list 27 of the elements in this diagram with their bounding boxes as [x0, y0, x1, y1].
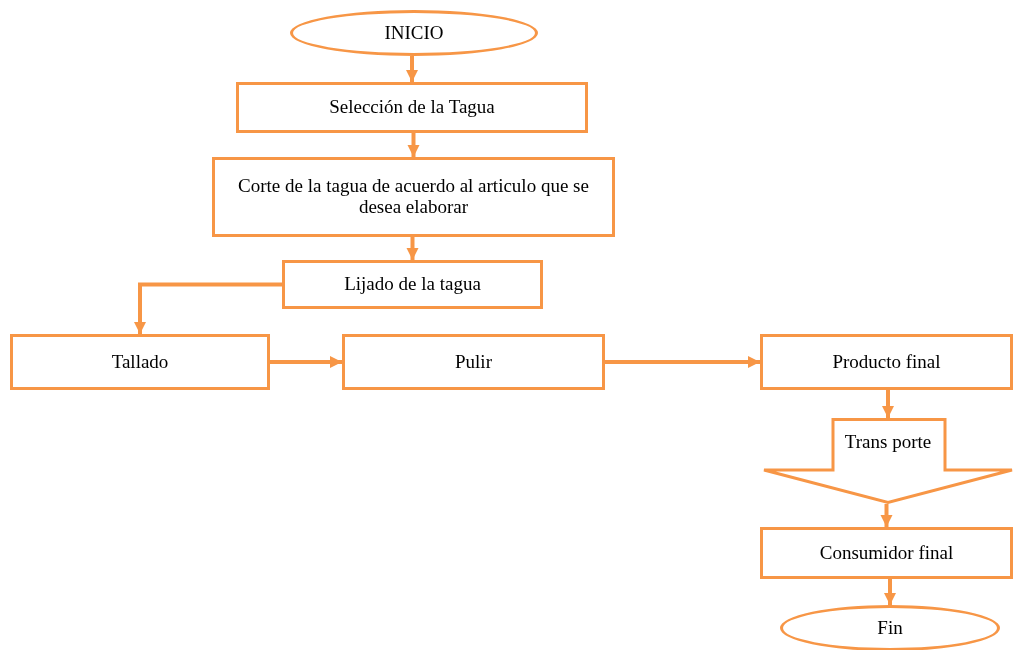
process-box	[212, 157, 615, 237]
process-box	[282, 260, 543, 309]
arrow	[880, 504, 893, 527]
process-box	[760, 334, 1013, 390]
arrow	[270, 356, 342, 368]
node-label: Corte de la tagua de acuerdo al articulo que se desea elaborar	[237, 176, 590, 218]
node-label: Tallado	[111, 351, 169, 373]
arrow	[406, 56, 418, 82]
node-label: Producto final	[832, 351, 941, 373]
node-label: INICIO	[384, 22, 444, 44]
node-label: Lijado de la tagua	[343, 274, 482, 295]
process-box	[342, 334, 605, 390]
process-box	[10, 334, 270, 390]
arrow	[882, 390, 894, 418]
arrow	[134, 282, 282, 334]
arrow	[406, 237, 419, 260]
transport-arrow-shape	[763, 418, 1013, 504]
node-label: Selección de la Tagua	[329, 97, 495, 118]
process-box	[236, 82, 588, 133]
node-label: Fin	[877, 617, 903, 639]
arrow	[605, 356, 760, 368]
node-label: Trans porte	[843, 432, 933, 453]
arrow	[407, 133, 420, 157]
node-label: Consumidor final	[818, 542, 955, 564]
process-box	[760, 527, 1013, 579]
node-label: Pulir	[455, 351, 492, 373]
arrow	[884, 579, 896, 605]
